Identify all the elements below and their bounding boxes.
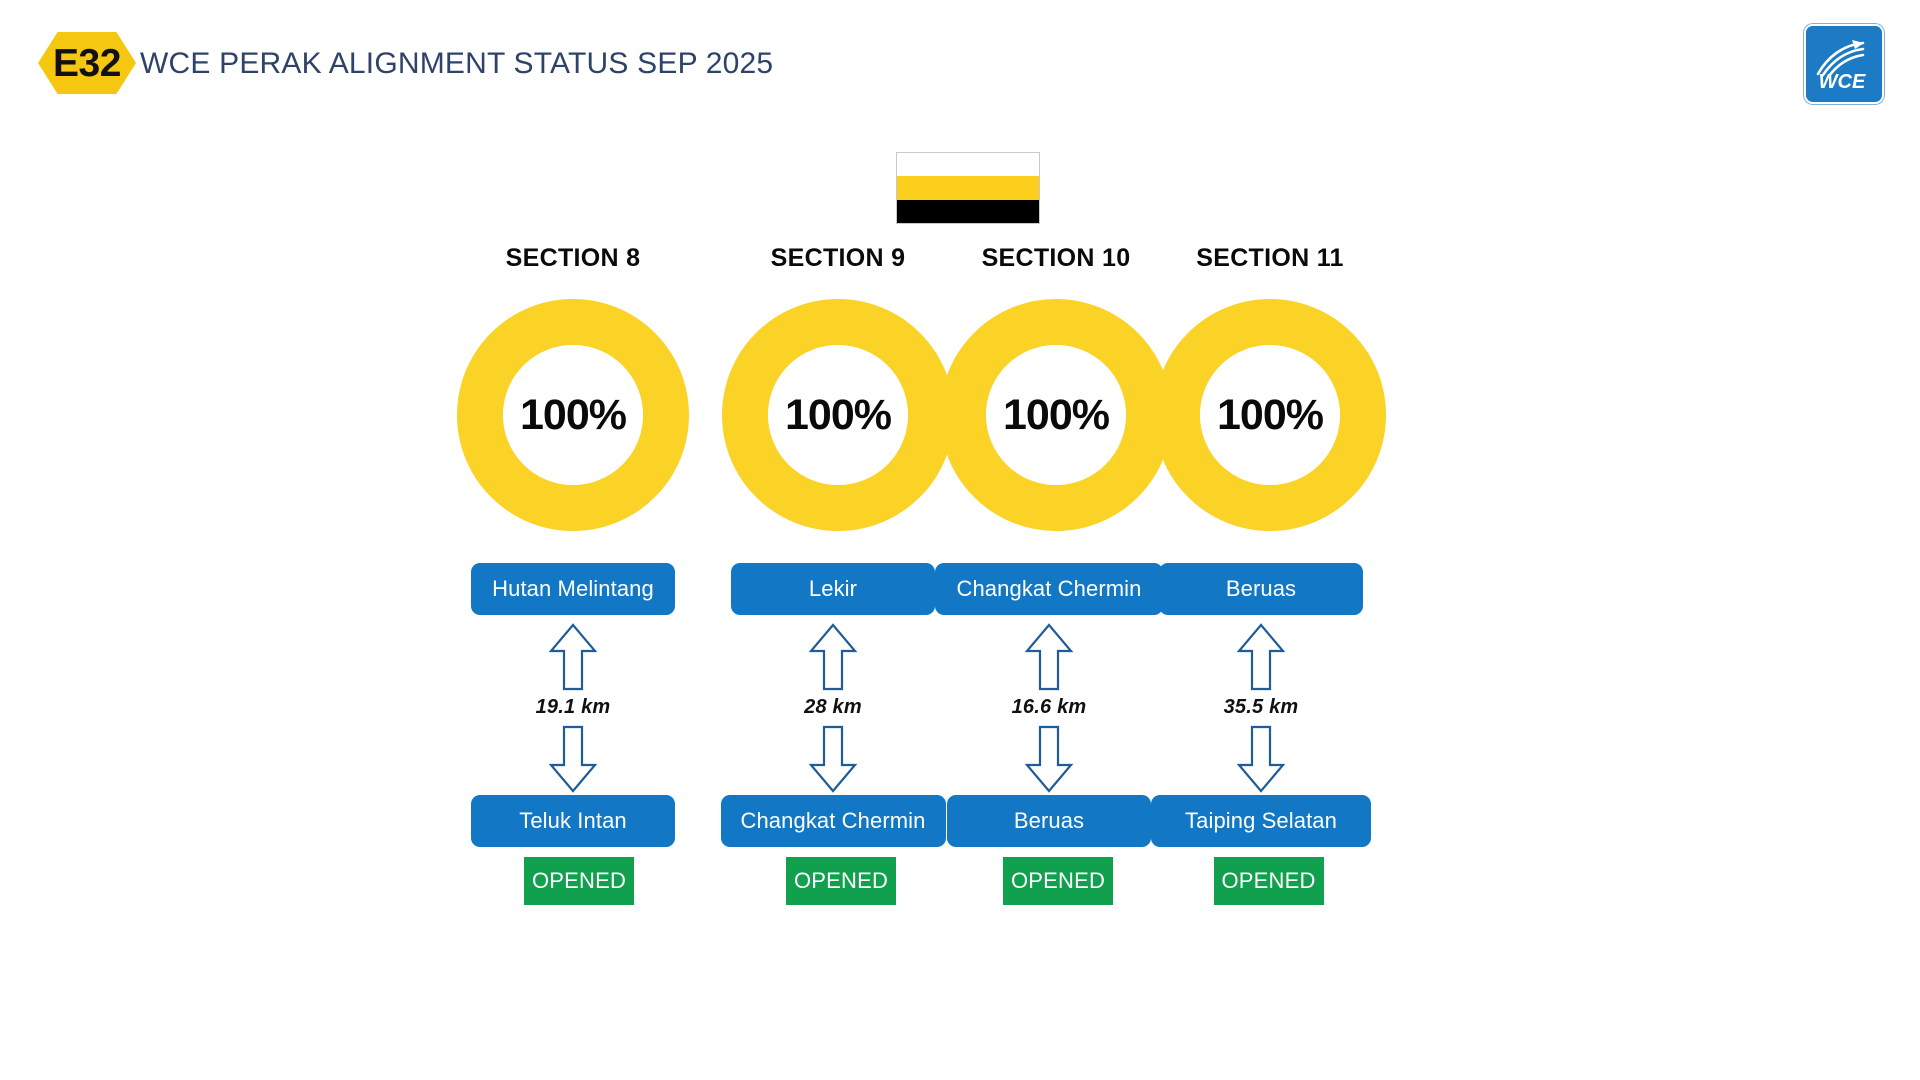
destination-node-box[interactable]: Beruas — [947, 795, 1151, 847]
progress-donut-chart: 100% — [457, 299, 689, 531]
section-flow: Beruas 35.5 km Taiping Selatan — [1151, 531, 1371, 847]
progress-donut-chart: 100% — [722, 299, 954, 531]
arrow-up-icon — [1236, 623, 1286, 691]
origin-node-box[interactable]: Hutan Melintang — [471, 563, 675, 615]
wce-logo-mark: WCE — [1806, 26, 1878, 98]
section-flow: Hutan Melintang 19.1 km Teluk Intan — [471, 531, 675, 847]
section-column-11: SECTION 11 100% Beruas 35.5 km Taiping S… — [1135, 240, 1405, 905]
flag-stripe-yellow — [897, 176, 1039, 200]
flag-stripe-black — [897, 199, 1039, 223]
donut-ring — [940, 299, 1172, 531]
status-badge: OPENED — [1213, 857, 1324, 905]
svg-text:WCE: WCE — [1819, 71, 1866, 93]
progress-percent-label: 100% — [520, 390, 627, 439]
distance-label: 19.1 km — [535, 696, 611, 718]
section-title: SECTION 10 — [981, 244, 1131, 272]
destination-node-box[interactable]: Teluk Intan — [471, 795, 675, 847]
distance-arrow-group: 28 km — [804, 621, 862, 795]
section-title: SECTION 11 — [1196, 244, 1344, 272]
page-title: WCE PERAK ALIGNMENT STATUS SEP 2025 — [140, 47, 774, 80]
origin-node-box[interactable]: Beruas — [1159, 563, 1363, 615]
destination-node-box[interactable]: Taiping Selatan — [1151, 795, 1371, 847]
page-header: E32 WCE PERAK ALIGNMENT STATUS SEP 2025 … — [0, 0, 1920, 120]
route-number-badge: E32 — [38, 32, 136, 94]
status-badge: OPENED — [786, 857, 896, 905]
status-badge: OPENED — [524, 857, 634, 905]
arrow-down-icon — [1236, 725, 1286, 793]
section-column-8: SECTION 8 100% Hutan Melintang 19.1 km T… — [438, 240, 708, 905]
arrow-up-icon — [808, 623, 858, 691]
distance-label: 16.6 km — [1011, 696, 1087, 718]
distance-arrow-group: 19.1 km — [536, 621, 611, 795]
donut-ring — [1154, 299, 1386, 531]
arrow-down-icon — [808, 725, 858, 793]
progress-percent-label: 100% — [785, 390, 892, 439]
arrow-up-icon — [1024, 623, 1074, 691]
section-flow: Changkat Chermin 16.6 km Beruas — [935, 531, 1163, 847]
route-number-label: E32 — [53, 41, 121, 85]
donut-ring — [457, 299, 689, 531]
wce-logo: WCE — [1804, 24, 1884, 104]
arrow-up-icon — [548, 623, 598, 691]
destination-node-box[interactable]: Changkat Chermin — [720, 795, 946, 847]
progress-donut-chart: 100% — [1154, 299, 1386, 531]
progress-donut-chart: 100% — [940, 299, 1172, 531]
status-badge: OPENED — [1003, 857, 1113, 905]
section-column-9: SECTION 9 100% Lekir 28 km Changkat Cher… — [703, 240, 973, 905]
origin-node-box[interactable]: Lekir — [731, 563, 935, 615]
distance-arrow-group: 16.6 km — [1012, 621, 1087, 795]
flag-stripe-white — [897, 153, 1039, 177]
section-flow: Lekir 28 km Changkat Chermin — [720, 531, 946, 847]
section-title: SECTION 8 — [505, 244, 641, 272]
donut-ring — [722, 299, 954, 531]
section-title: SECTION 9 — [770, 244, 906, 272]
arrow-down-icon — [1024, 725, 1074, 793]
progress-percent-label: 100% — [1003, 390, 1110, 439]
arrow-down-icon — [548, 725, 598, 793]
distance-label: 28 km — [804, 696, 862, 718]
perak-state-flag — [896, 152, 1040, 224]
distance-arrow-group: 35.5 km — [1224, 621, 1299, 795]
distance-label: 35.5 km — [1223, 696, 1299, 718]
section-column-10: SECTION 10 100% Changkat Chermin 16.6 km… — [921, 240, 1191, 905]
origin-node-box[interactable]: Changkat Chermin — [935, 563, 1163, 615]
progress-percent-label: 100% — [1217, 390, 1324, 439]
